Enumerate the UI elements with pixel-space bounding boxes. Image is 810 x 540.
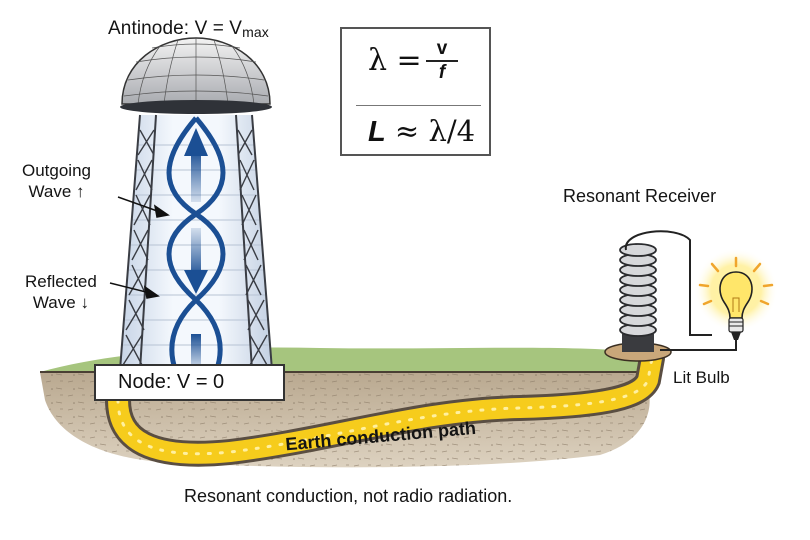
length-formula: L ≈ λ/4 [368, 114, 475, 149]
dome [120, 37, 272, 114]
antinode-subscript: max [242, 24, 269, 40]
lambda-equals: λ = [368, 43, 422, 78]
reflected-pointer [109, 282, 160, 299]
antinode-text: Antinode: V = V [108, 18, 243, 39]
outgoing-pointer [117, 196, 170, 218]
downward-arrow-icon [184, 228, 208, 294]
earth-conduction-path: Earth conduction path [105, 345, 665, 467]
denominator: f [438, 62, 446, 83]
length-symbol: L [368, 116, 386, 148]
upward-arrow-icon [184, 128, 208, 202]
velocity-over-frequency: v f [426, 39, 458, 83]
length-approx: ≈ λ/4 [385, 114, 476, 148]
lit-bulb-label: Lit Bulb [673, 368, 730, 387]
outgoing-wave-label: Outgoing Wave ↑ [22, 160, 91, 202]
lit-bulb-icon [694, 248, 778, 340]
resonant-receiver-label: Resonant Receiver [563, 186, 717, 206]
standing-wave [166, 116, 226, 373]
reflected-line2: Wave ↓ [32, 293, 89, 312]
caption: Resonant conduction, not radio radiation… [184, 486, 513, 506]
magnifying-tower [119, 37, 273, 373]
formula-box: λ = v f L ≈ λ/4 [340, 27, 491, 156]
node-label: Node: V = 0 [94, 364, 285, 401]
outgoing-line2: Wave ↑ [28, 182, 85, 201]
resonant-receiver-coil [604, 230, 737, 362]
formula-divider [356, 105, 481, 106]
antinode-label: Antinode: V = Vmax [108, 18, 269, 40]
outgoing-line1: Outgoing [22, 161, 91, 180]
reflected-line1: Reflected [25, 272, 97, 291]
reflected-wave-label: Reflected Wave ↓ [25, 271, 97, 313]
numerator: v [426, 39, 458, 62]
